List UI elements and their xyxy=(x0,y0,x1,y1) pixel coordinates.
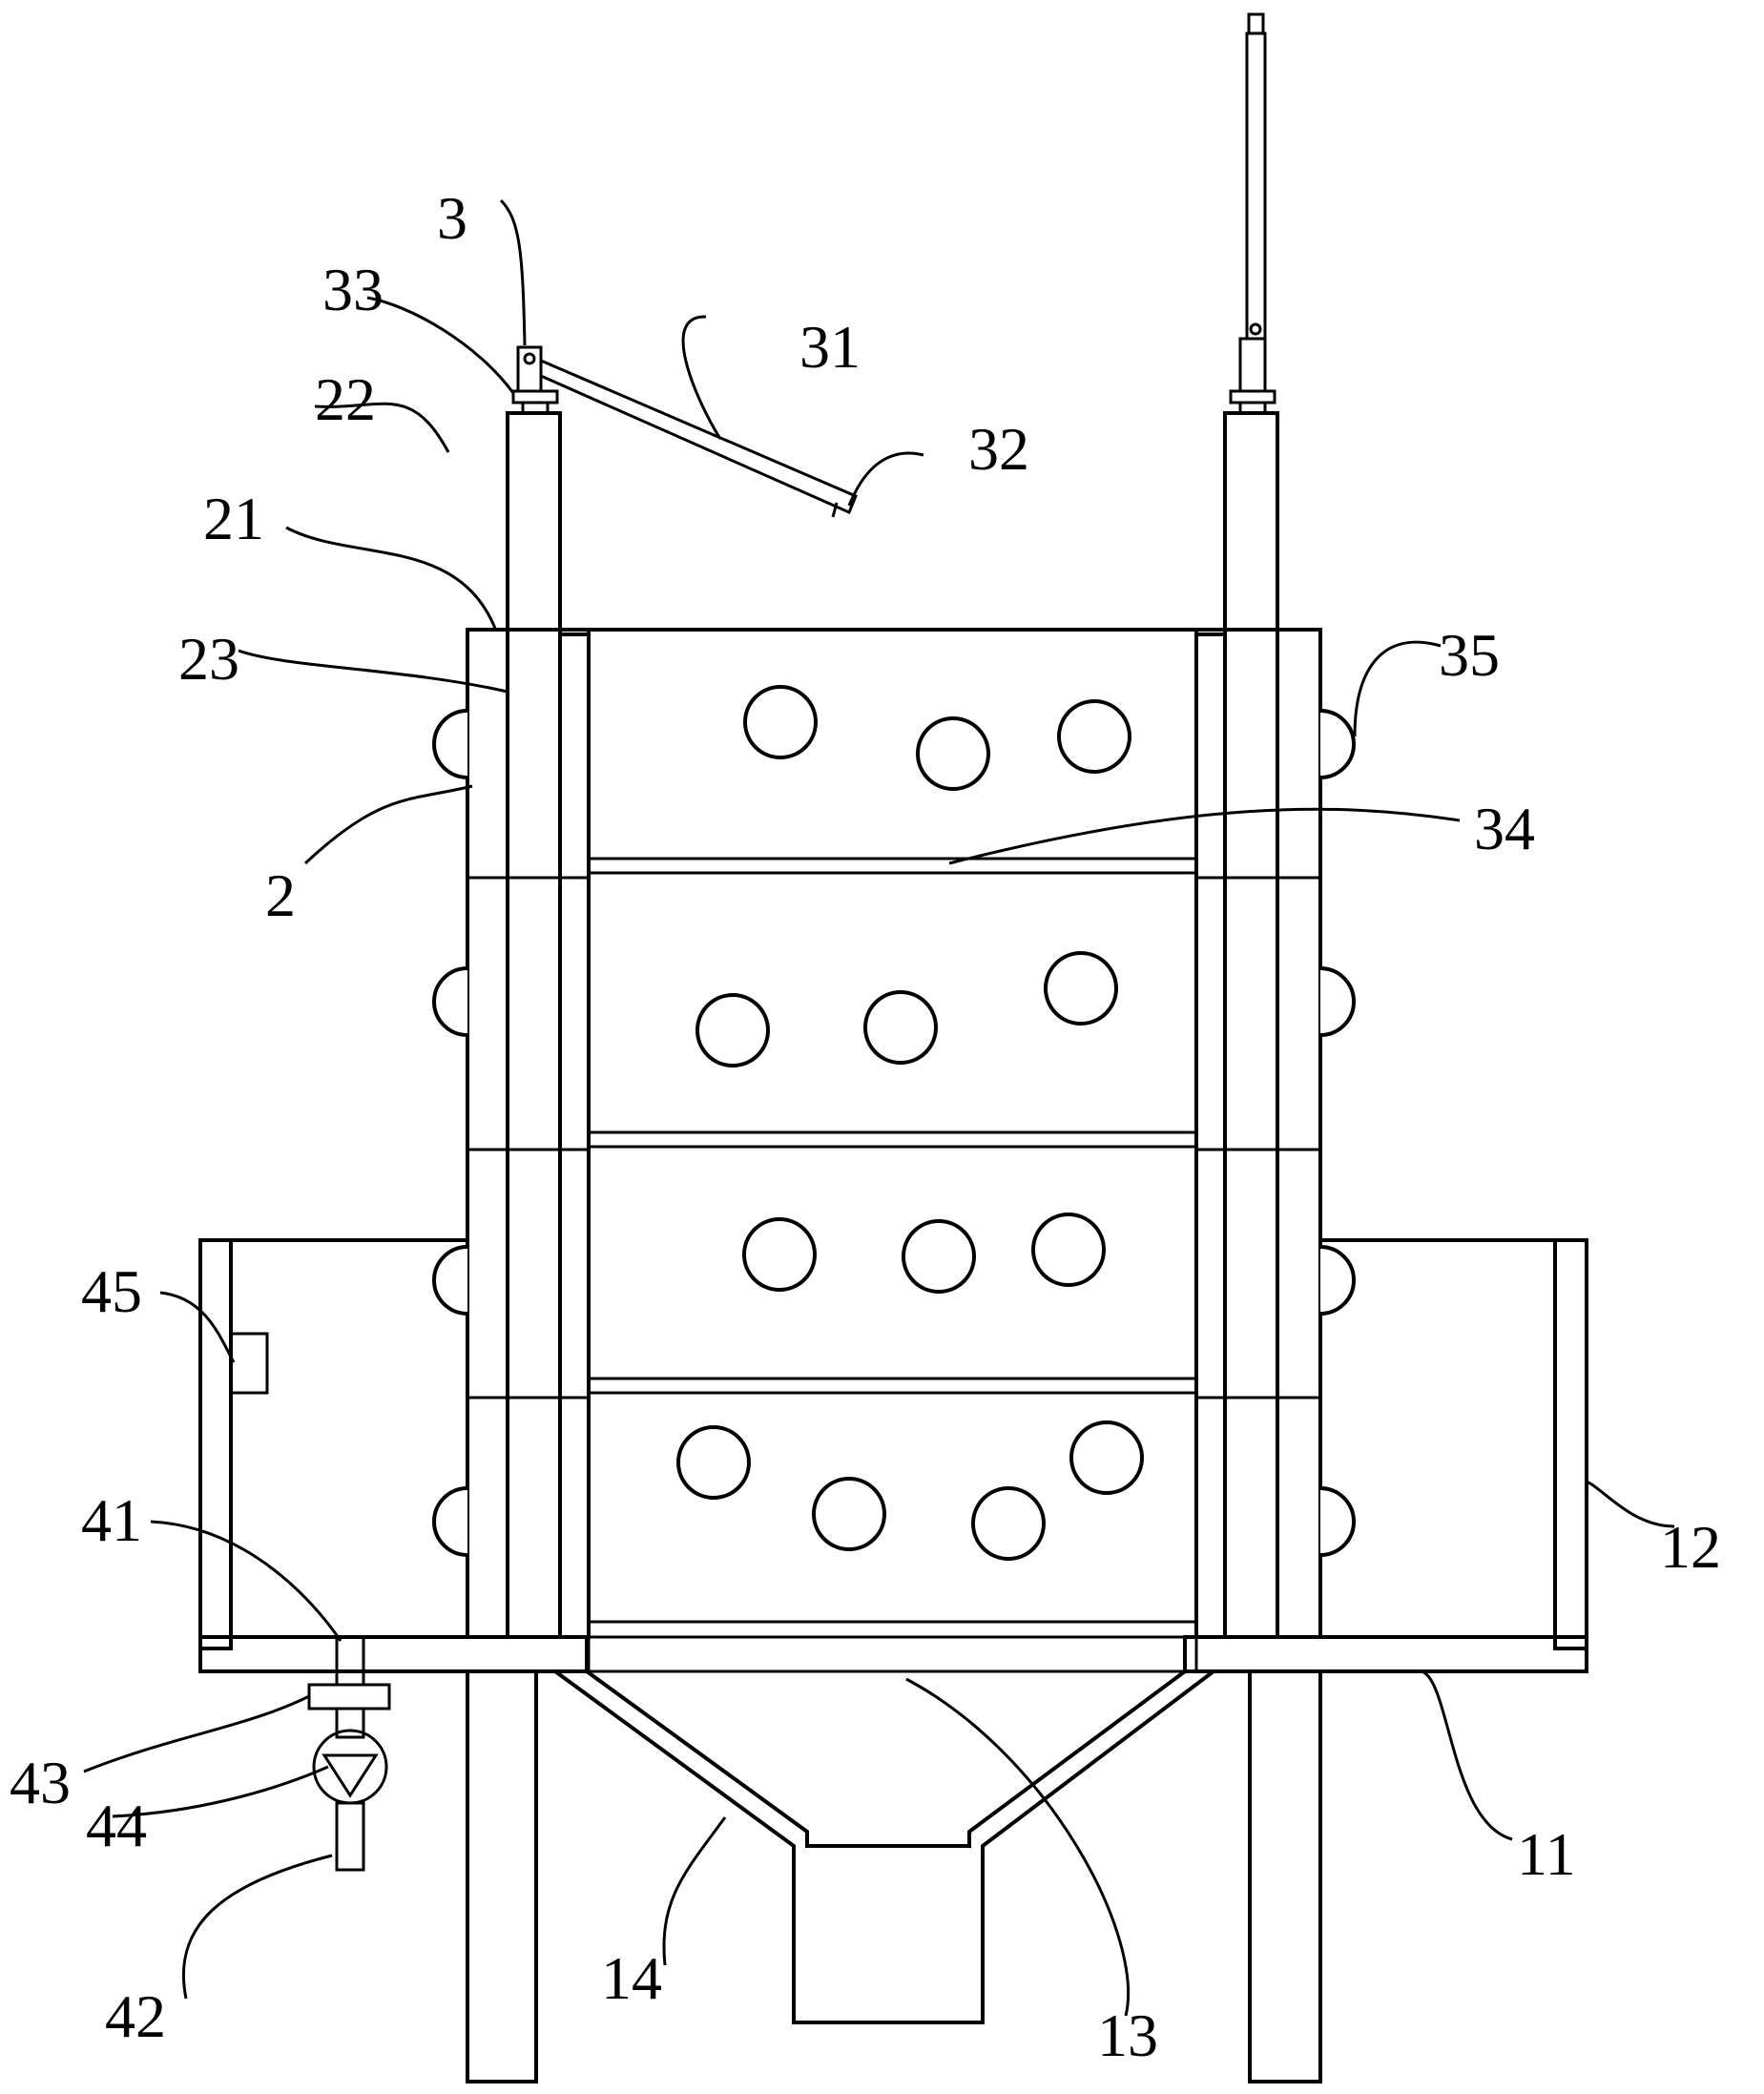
label-34: 34 xyxy=(1474,795,1535,862)
leader-lines xyxy=(83,198,1675,2017)
label-13: 13 xyxy=(1097,2001,1158,2069)
label-33: 33 xyxy=(322,256,384,323)
label-2: 2 xyxy=(265,861,296,929)
label-11: 11 xyxy=(1517,1820,1576,1888)
label-22: 22 xyxy=(315,365,376,433)
reference-labels: 3 33 31 22 32 21 23 35 2 34 45 41 12 43 … xyxy=(10,184,1721,2069)
lever-arm xyxy=(511,12,1276,518)
water-tank xyxy=(198,1238,1588,1673)
label-42: 42 xyxy=(105,1982,166,2050)
label-45: 45 xyxy=(81,1257,142,1325)
label-23: 23 xyxy=(178,625,239,693)
label-14: 14 xyxy=(601,1944,662,2012)
support-legs xyxy=(466,1669,1322,2084)
discharge-funnel xyxy=(553,1669,1215,2024)
label-31: 31 xyxy=(799,313,861,381)
label-3: 3 xyxy=(437,184,467,252)
shelves xyxy=(467,857,1320,1673)
drain-assembly xyxy=(307,1635,391,1872)
label-12: 12 xyxy=(1660,1513,1721,1581)
label-21: 21 xyxy=(203,485,264,552)
label-43: 43 xyxy=(10,1749,71,1816)
label-44: 44 xyxy=(86,1792,147,1859)
side-rollers xyxy=(432,709,1356,1557)
label-35: 35 xyxy=(1439,621,1500,689)
level-sensor xyxy=(229,1332,269,1395)
label-41: 41 xyxy=(81,1486,142,1554)
label-32: 32 xyxy=(968,415,1029,483)
balls xyxy=(676,685,1144,1561)
